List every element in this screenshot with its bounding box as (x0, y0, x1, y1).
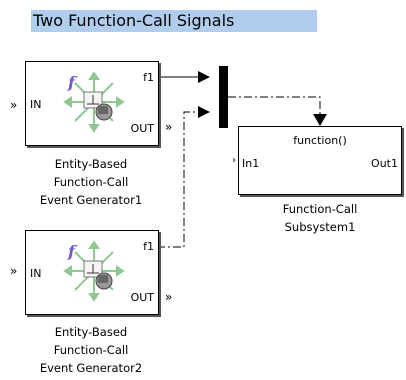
wire-mux-to-trigger (228, 96, 321, 114)
gen2-caption-line3: Event Generator2 (39, 361, 143, 375)
event-generator-icon: f (63, 71, 125, 133)
subsystem-in-port-label: In1 (242, 157, 260, 170)
gen1-caption: Entity-Based Function-Call Event Generat… (15, 155, 167, 209)
subsystem-trigger-label: function() (293, 134, 347, 147)
svg-text:f: f (67, 242, 78, 261)
gen1-caption-line1: Entity-Based (54, 157, 128, 171)
gen1-caption-line3: Event Generator1 (39, 193, 143, 207)
subsystem-caption: Function-Call Subsystem1 (238, 200, 402, 236)
event-generator-icon: f (63, 240, 125, 302)
gen1-in-chevron: » (10, 98, 17, 112)
gen1-in-port-label: IN (30, 98, 42, 111)
gen1-caption-line2: Function-Call (53, 175, 129, 189)
gen2-in-chevron: » (10, 264, 17, 278)
gen2-out-port-label: OUT (130, 291, 154, 304)
svg-text:f: f (67, 73, 78, 92)
subsystem-caption-line1: Function-Call (282, 202, 358, 216)
arrowhead-trigger (313, 114, 327, 126)
entity-based-function-call-event-generator2[interactable]: IN f1 OUT f (25, 230, 159, 315)
subsystem-out-port-label: Out1 (371, 157, 398, 170)
diagram-title: Two Function-Call Signals (31, 10, 317, 32)
gen2-caption-line2: Function-Call (53, 343, 129, 357)
subsystem-in-chevron: › (232, 155, 236, 166)
mux-block (219, 66, 228, 128)
gen2-out-chevron: » (165, 290, 172, 304)
gen2-in-port-label: IN (30, 267, 42, 280)
gen1-out-port-label: OUT (130, 122, 154, 135)
function-call-subsystem1[interactable]: function() In1 Out1 (238, 126, 402, 195)
gen1-out-chevron: » (165, 120, 172, 134)
gen2-caption: Entity-Based Function-Call Event Generat… (15, 323, 167, 377)
gen1-f1-port-label: f1 (143, 71, 154, 84)
gen2-caption-line1: Entity-Based (54, 325, 128, 339)
gen2-f1-port-label: f1 (143, 240, 154, 253)
subsystem-caption-line2: Subsystem1 (284, 220, 356, 234)
arrowhead-mux-in2 (198, 106, 210, 118)
entity-based-function-call-event-generator1[interactable]: IN f1 OUT f (25, 61, 159, 146)
arrowhead-mux-in1 (198, 71, 210, 83)
